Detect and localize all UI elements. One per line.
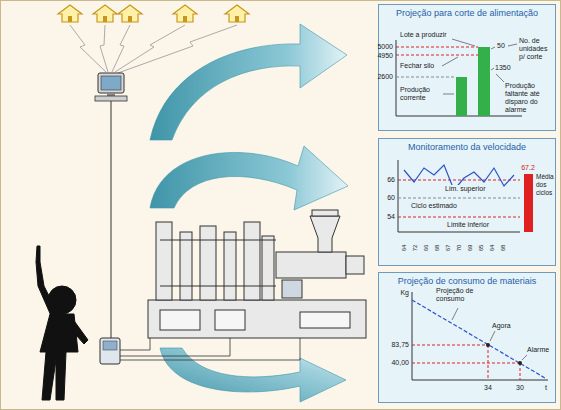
chart-label: Agora — [492, 322, 511, 330]
chart-label: Alarme — [527, 346, 549, 354]
chart-label: 1350 — [495, 64, 511, 72]
axis-tick-label: 69 — [466, 245, 474, 252]
chart-label: 67.2 — [521, 164, 535, 172]
chart-label: Kg — [400, 289, 409, 297]
chart-label: 34 — [484, 384, 492, 392]
chart-label: Lote a produzir — [400, 31, 447, 39]
chart-label: 2600 — [377, 73, 393, 81]
axis-tick-label: 68 — [499, 245, 507, 252]
chart-label: Limite inferior — [446, 221, 490, 229]
panel-title: Monitoramento da velocidade — [379, 139, 555, 153]
chart-label: 54 — [387, 213, 395, 221]
axis-tick-label: 68 — [433, 245, 441, 252]
chart-label: 60 — [387, 194, 395, 202]
chart-label: 66 — [387, 176, 395, 184]
chart-label: 4950 — [377, 52, 393, 60]
chart-label: 40,00 — [391, 359, 409, 367]
chart-label: Fechar silo — [400, 62, 434, 70]
axis-tick-label: 70 — [455, 245, 463, 252]
axis-tick-label: 72 — [411, 245, 419, 252]
axis-tick-label: 66 — [422, 245, 430, 252]
panel-title: Projeção para corte de alimentação — [379, 5, 555, 19]
panel-title: Projeção de consumo de materiais — [379, 273, 555, 287]
chart-label: Ciclo estimado — [410, 202, 458, 210]
chart-label: Média dos ciclos — [536, 173, 555, 197]
chart-label: Projeção de consumo — [436, 287, 482, 303]
axis-tick-label: 64 — [400, 245, 408, 252]
chart-label: Lim. superior — [444, 185, 486, 193]
chart-label: 50 — [497, 42, 505, 50]
axis-tick-label: 65 — [477, 245, 485, 252]
chart-label: 30 — [516, 384, 524, 392]
chart-label: 83,75 — [391, 341, 409, 349]
axis-tick-label: 67 — [444, 245, 452, 252]
chart-label: 5000 — [377, 43, 393, 51]
chart-label: Produção faltante até disparo do alarme — [505, 82, 555, 114]
chart-label: No. de unidades p/ corte — [519, 37, 555, 61]
axis-tick-label: 64 — [488, 245, 496, 252]
chart-label: t — [545, 384, 547, 392]
chart-label: Produção corrente — [400, 86, 442, 102]
